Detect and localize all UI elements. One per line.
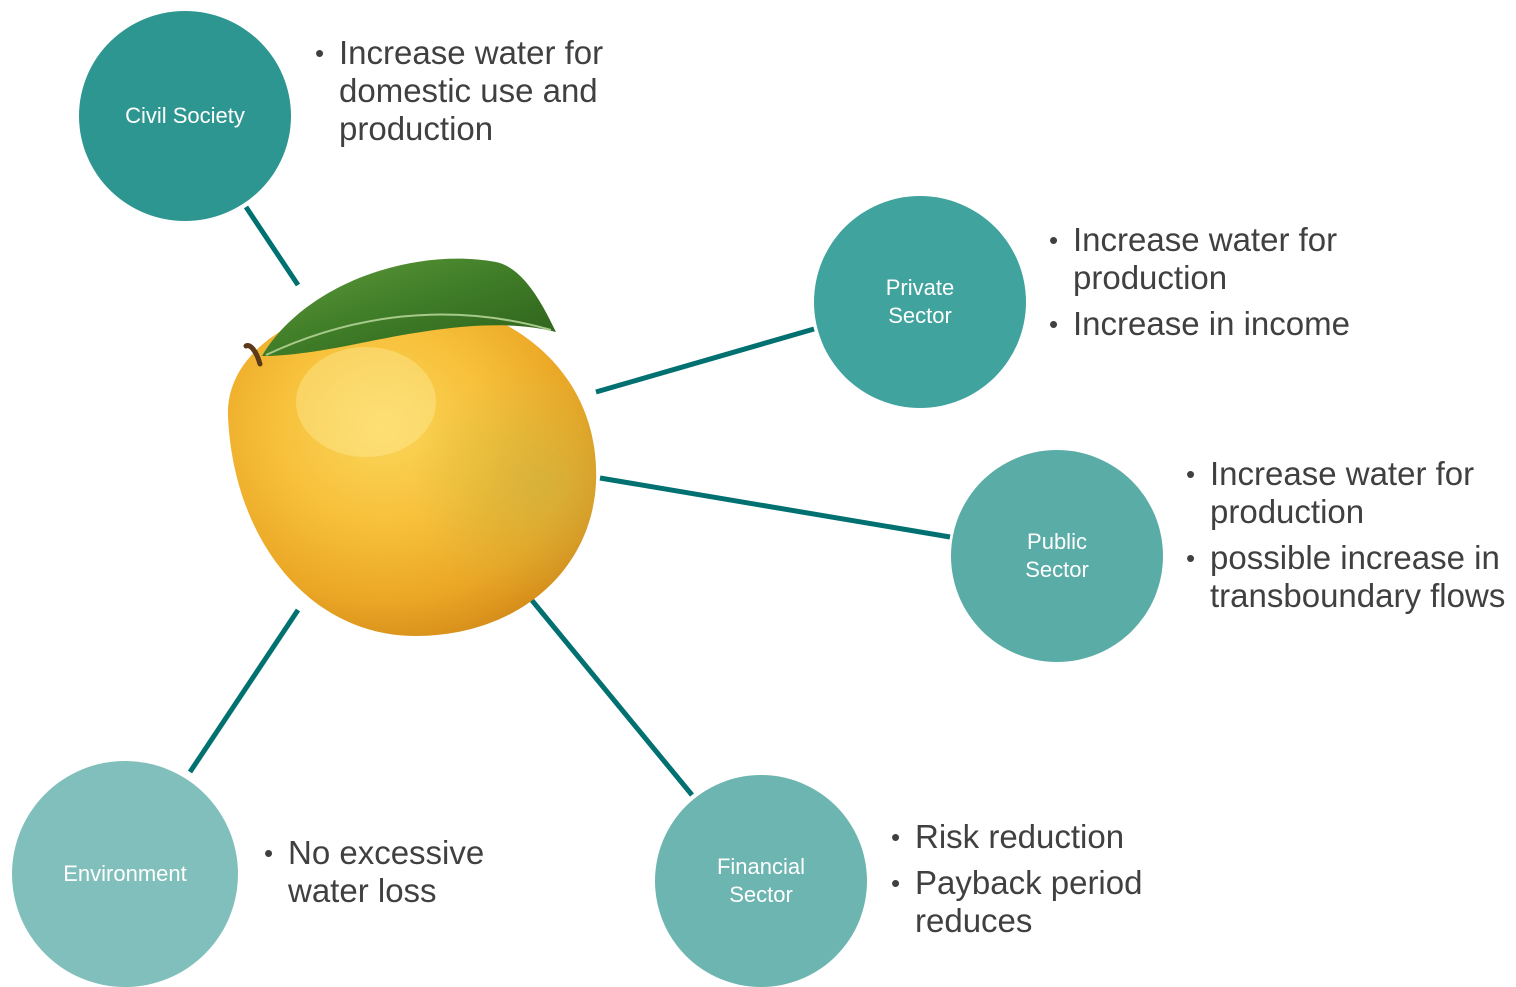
private-sector-node: Private Sector [814,196,1026,408]
public-sector-node: Public Sector [951,450,1163,662]
mango-image [227,258,597,636]
financial-sector-label: Financial Sector [716,854,806,907]
bullet-item: Increase water for production [1049,221,1379,297]
connector-public [599,475,951,540]
connector-financial [528,596,694,797]
private-sector-label: Private Sector [885,275,955,328]
connector-private [595,326,815,395]
bullet-item: Increase water for domestic use and prod… [315,34,645,148]
financial-sector-bullets: Risk reduction Payback period reduces [891,818,1191,948]
environment-node: Environment [12,761,238,987]
environment-label: Environment [63,861,187,886]
bullet-item: Risk reduction [891,818,1191,856]
bullet-item: Increase water for production [1186,455,1511,531]
bullet-item: No excessive water loss [264,834,534,910]
civil-society-bullets: Increase water for domestic use and prod… [315,34,645,156]
connector-civil [243,205,301,287]
connector-environment [187,608,301,774]
public-sector-label: Public Sector [1025,529,1089,582]
civil-society-node: Civil Society [79,11,291,221]
public-sector-bullets: Increase water for production possible i… [1186,455,1511,623]
bullet-item: Increase in income [1049,305,1379,343]
bullet-item: possible increase in transboundary flows [1186,539,1511,615]
private-sector-bullets: Increase water for production Increase i… [1049,221,1379,351]
financial-sector-node: Financial Sector [655,775,867,987]
civil-society-label: Civil Society [125,103,245,128]
environment-bullets: No excessive water loss [264,834,534,918]
bullet-item: Payback period reduces [891,864,1191,940]
